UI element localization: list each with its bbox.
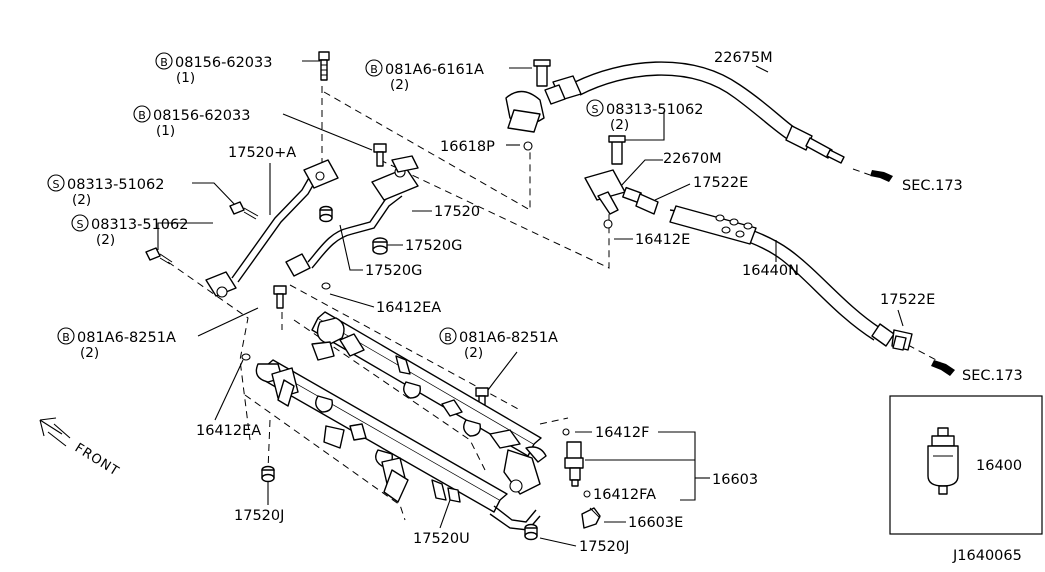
pressure-regulator[interactable] bbox=[505, 59, 551, 151]
svg-text:B: B bbox=[138, 109, 146, 122]
part-quantity: (1) bbox=[156, 123, 175, 139]
callout-08313-51062-right[interactable]: S 08313-51062 (2) bbox=[586, 99, 704, 133]
callout-081a6-8251a-right[interactable]: B 081A6-8251A (2) bbox=[439, 327, 558, 361]
b-bolt-symbol-icon bbox=[133, 105, 151, 123]
s-screw-symbol-icon bbox=[71, 214, 89, 232]
part-number: 08313-51062 bbox=[67, 177, 165, 193]
fuel-rail-lower[interactable] bbox=[255, 359, 541, 531]
callout-16400[interactable]: 16400 bbox=[976, 458, 1022, 474]
inset-fuel-filter-panel bbox=[889, 395, 1043, 535]
svg-text:S: S bbox=[53, 178, 60, 191]
s-screw-symbol-icon bbox=[586, 99, 604, 117]
leader-lines bbox=[157, 60, 958, 547]
diagram-id: J1640065 bbox=[952, 548, 1022, 564]
part-quantity: (2) bbox=[464, 345, 483, 361]
fuel-damper-22670m[interactable] bbox=[584, 135, 659, 229]
callout-17520j-right[interactable]: 17520J bbox=[579, 539, 629, 555]
svg-text:S: S bbox=[592, 103, 599, 116]
fuel-rail-upper[interactable] bbox=[311, 311, 547, 495]
callout-sec-173-bottom[interactable]: SEC.173 bbox=[962, 368, 1023, 384]
b-bolt-symbol-icon bbox=[365, 59, 383, 77]
part-number: 081A6-6161A bbox=[385, 62, 484, 78]
callout-17520g-lower[interactable]: 17520G bbox=[365, 263, 422, 279]
callout-17520[interactable]: 17520 bbox=[434, 204, 480, 220]
svg-text:B: B bbox=[160, 56, 168, 69]
callout-16412fa[interactable]: 16412FA bbox=[583, 487, 656, 503]
front-arrow-icon bbox=[39, 417, 71, 447]
part-quantity: (2) bbox=[390, 77, 409, 93]
callout-08156-62033-mid[interactable]: B 08156-62033 (1) bbox=[133, 105, 251, 139]
grommet-17520g-upper[interactable] bbox=[372, 237, 388, 255]
part-number: 081A6-8251A bbox=[77, 330, 176, 346]
grommet-17520j-right[interactable] bbox=[524, 523, 538, 541]
callout-16618p[interactable]: 16618P bbox=[440, 139, 495, 155]
bolt-08156-62033-mid[interactable] bbox=[373, 143, 387, 167]
callout-08156-62033-top[interactable]: B 08156-62033 (1) bbox=[155, 52, 273, 86]
callout-16412e[interactable]: 16412E bbox=[635, 232, 690, 248]
part-number: 08156-62033 bbox=[175, 55, 273, 71]
part-quantity: (2) bbox=[610, 117, 629, 133]
clip-16603e[interactable] bbox=[581, 507, 601, 529]
svg-text:B: B bbox=[370, 63, 378, 76]
callout-22670m[interactable]: 22670M bbox=[663, 151, 722, 167]
callout-081a6-6161a[interactable]: B 081A6-6161A (2) bbox=[365, 59, 484, 93]
bolt-08156-62033-top[interactable] bbox=[318, 51, 330, 81]
callout-16412ea-lower[interactable]: 16412EA bbox=[196, 423, 261, 439]
part-number: 081A6-8251A bbox=[459, 330, 558, 346]
part-quantity: (2) bbox=[80, 345, 99, 361]
svg-text:B: B bbox=[62, 331, 70, 344]
front-direction-indicator: FRONT bbox=[39, 417, 122, 480]
part-quantity: (1) bbox=[176, 70, 195, 86]
b-bolt-symbol-icon bbox=[439, 327, 457, 345]
fuel-injector-16603[interactable] bbox=[562, 428, 584, 487]
callout-16440n[interactable]: 16440N bbox=[742, 263, 799, 279]
screw-08313-51062-lower[interactable] bbox=[145, 247, 173, 265]
callout-081a6-8251a-left[interactable]: B 081A6-8251A (2) bbox=[57, 327, 176, 361]
callout-17520-a[interactable]: 17520+A bbox=[228, 145, 296, 161]
callout-08313-51062-left-bottom[interactable]: S 08313-51062 (2) bbox=[71, 214, 189, 248]
callout-22675m[interactable]: 22675M bbox=[714, 50, 773, 66]
o-ring-16412ea-upper[interactable] bbox=[321, 282, 331, 290]
svg-text:S: S bbox=[77, 218, 84, 231]
svg-text:B: B bbox=[444, 331, 452, 344]
fuel-tube-17520-a[interactable] bbox=[205, 159, 339, 298]
part-number: 08313-51062 bbox=[606, 102, 704, 118]
callout-16603e[interactable]: 16603E bbox=[628, 515, 683, 531]
grommet-17520j-left[interactable] bbox=[261, 465, 275, 483]
b-bolt-symbol-icon bbox=[155, 52, 173, 70]
o-ring-16412ea-lower[interactable] bbox=[241, 353, 251, 361]
part-quantity: (2) bbox=[72, 192, 91, 208]
fuel-hose-22675m[interactable] bbox=[544, 61, 845, 164]
o-ring-icon bbox=[583, 490, 591, 498]
part-number: 08156-62033 bbox=[153, 108, 251, 124]
b-bolt-symbol-icon bbox=[57, 327, 75, 345]
callout-16412f[interactable]: 16412F bbox=[595, 425, 649, 441]
sec-173-arrow-bottom-icon bbox=[931, 360, 955, 376]
callout-sec-173-top[interactable]: SEC.173 bbox=[902, 178, 963, 194]
callout-08313-51062-left-top[interactable]: S 08313-51062 (2) bbox=[47, 174, 165, 208]
callout-17520u[interactable]: 17520U bbox=[413, 531, 470, 547]
fuel-filter-16400[interactable] bbox=[927, 427, 959, 495]
part-quantity: (2) bbox=[96, 232, 115, 248]
fuel-tube-17520[interactable] bbox=[285, 155, 419, 277]
callout-16603[interactable]: 16603 bbox=[712, 472, 758, 488]
bolt-081a6-8251a-left[interactable] bbox=[273, 285, 287, 309]
front-label: FRONT bbox=[72, 441, 122, 480]
part-number: 08313-51062 bbox=[91, 217, 189, 233]
sec-173-arrow-top-icon bbox=[870, 170, 893, 182]
part-number: 16412FA bbox=[593, 487, 656, 503]
callout-17522e-top[interactable]: 17522E bbox=[693, 175, 748, 191]
grommet-17520g-lower[interactable] bbox=[319, 205, 333, 223]
callout-17520j-left[interactable]: 17520J bbox=[234, 508, 284, 524]
s-screw-symbol-icon bbox=[47, 174, 65, 192]
callout-17520g-upper[interactable]: 17520G bbox=[405, 238, 462, 254]
callout-16412ea-upper[interactable]: 16412EA bbox=[376, 300, 441, 316]
screw-08313-51062-upper[interactable] bbox=[229, 201, 259, 220]
callout-17522e-bottom[interactable]: 17522E bbox=[880, 292, 935, 308]
fuel-hose-16440n[interactable] bbox=[669, 205, 913, 351]
